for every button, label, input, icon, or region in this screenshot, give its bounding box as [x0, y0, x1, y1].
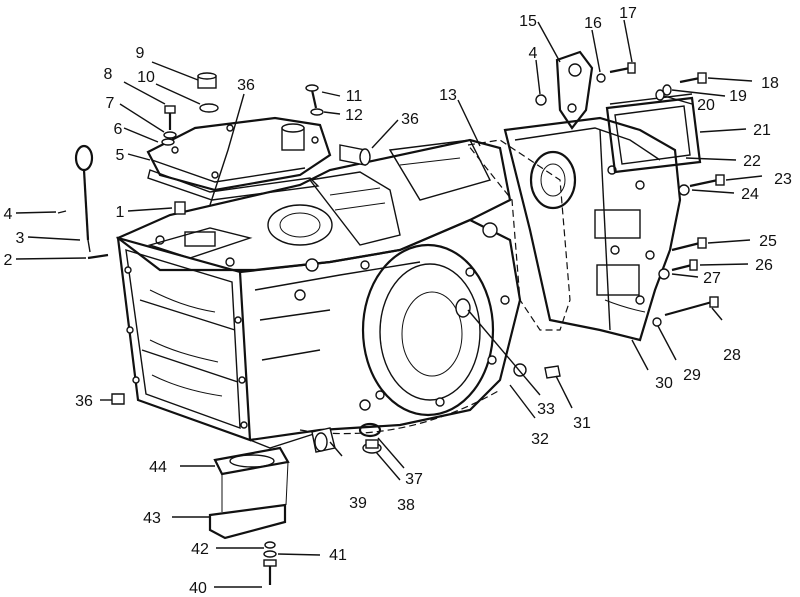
- callout-26: 26: [755, 257, 773, 274]
- part-39-bushing: [311, 427, 336, 453]
- callout-23: 23: [774, 171, 792, 188]
- part-2-stud: [87, 253, 109, 260]
- part-19-washer: [662, 84, 672, 96]
- callout-3: 3: [16, 230, 25, 247]
- part-18-bolt: [679, 72, 707, 84]
- part-4-clip: [57, 210, 67, 214]
- part-36-dowel: [111, 393, 125, 405]
- part-38-drain-plug: [362, 439, 382, 454]
- cover-plate-top-right: [605, 93, 702, 174]
- callout-41: 41: [329, 547, 347, 564]
- part-1-plug: [174, 201, 186, 215]
- part-31-dowel: [544, 365, 561, 379]
- part-42-lock-washer: [264, 541, 276, 549]
- part-4-nut: [535, 94, 547, 106]
- part-20-washer: [655, 89, 665, 101]
- callout-44: 44: [149, 459, 167, 476]
- callout-8: 8: [104, 66, 113, 83]
- callout-28: 28: [723, 347, 741, 364]
- callout-7: 7: [106, 95, 115, 112]
- bracket-plate: [555, 50, 594, 130]
- callout-32: 32: [531, 431, 549, 448]
- callout-5: 5: [116, 147, 125, 164]
- rear-cover-housing: [503, 116, 682, 342]
- part-26-bolt: [671, 259, 698, 272]
- callout-9: 9: [136, 45, 145, 62]
- part-6-seal: [161, 138, 175, 146]
- callout-25: 25: [759, 233, 777, 250]
- part-12-washer: [310, 108, 324, 116]
- callout-31: 31: [573, 415, 591, 432]
- callout-16: 16: [584, 15, 602, 32]
- part-28-long-bolt: [664, 296, 719, 317]
- part-44-gasket: [213, 446, 290, 476]
- callout-34: 36: [401, 111, 419, 128]
- callout-21: 21: [753, 122, 771, 139]
- part-34-bushing: [339, 144, 371, 166]
- callout-1: 1: [116, 204, 125, 221]
- top-cover-plate: [146, 116, 332, 192]
- part-7-washer: [163, 131, 177, 139]
- part-33-plug: [455, 298, 471, 318]
- callout-30: 30: [655, 375, 673, 392]
- callout-4-top: 4: [529, 45, 538, 62]
- part-25-bolt: [671, 237, 707, 252]
- main-transmission-housing: [115, 138, 527, 449]
- callout-43: 43: [143, 510, 161, 527]
- callout-27: 27: [703, 270, 721, 287]
- callout-6: 6: [114, 121, 123, 138]
- part-29-washer: [652, 317, 662, 327]
- part-10-washer: [199, 103, 219, 113]
- callout-17: 17: [619, 5, 637, 22]
- dipstick: [74, 144, 94, 253]
- callout-29: 29: [683, 367, 701, 384]
- callout-2: 2: [4, 252, 13, 269]
- callout-19: 19: [729, 88, 747, 105]
- part-43-cover-plate: [208, 461, 289, 540]
- part-41-washer: [263, 550, 277, 558]
- part-27-washer: [658, 268, 670, 280]
- callout-38: 38: [397, 497, 415, 514]
- part-11-bolt: [305, 84, 319, 109]
- cover-gasket: [147, 169, 320, 201]
- callout-33: 33: [537, 401, 555, 418]
- callout-42: 42: [191, 541, 209, 558]
- callout-labels: 9 8 10 36 7 6 5 4 3 2 1 11 12 36 13 4 15…: [4, 5, 792, 597]
- callout-39: 39: [349, 495, 367, 512]
- part-37-seal-ring: [358, 422, 382, 438]
- callout-20: 20: [697, 97, 715, 114]
- part-9-filler-cap: [197, 72, 217, 89]
- callout-35: 36: [237, 77, 255, 94]
- callout-24: 24: [741, 186, 759, 203]
- part-40-bolt: [263, 559, 277, 585]
- callout-22: 22: [743, 153, 761, 170]
- callout-36: 36: [75, 393, 93, 410]
- callout-37: 37: [405, 471, 423, 488]
- intermediate-plate-gasket: [466, 139, 571, 331]
- callout-13: 13: [439, 87, 457, 104]
- callout-18: 18: [761, 75, 779, 92]
- callout-4-left: 4: [4, 206, 13, 223]
- part-24-washer: [678, 184, 690, 196]
- callout-11: 11: [346, 88, 363, 105]
- callout-40: 40: [189, 580, 207, 597]
- leader-lines: [15, 19, 763, 588]
- callout-10: 10: [137, 69, 155, 86]
- part-16-washer: [596, 73, 606, 83]
- callout-12: 12: [345, 107, 363, 124]
- part-8-bolt: [164, 105, 176, 130]
- part-23-bolt: [689, 174, 725, 188]
- callout-15: 15: [519, 13, 537, 30]
- part-17-bolt: [609, 62, 636, 74]
